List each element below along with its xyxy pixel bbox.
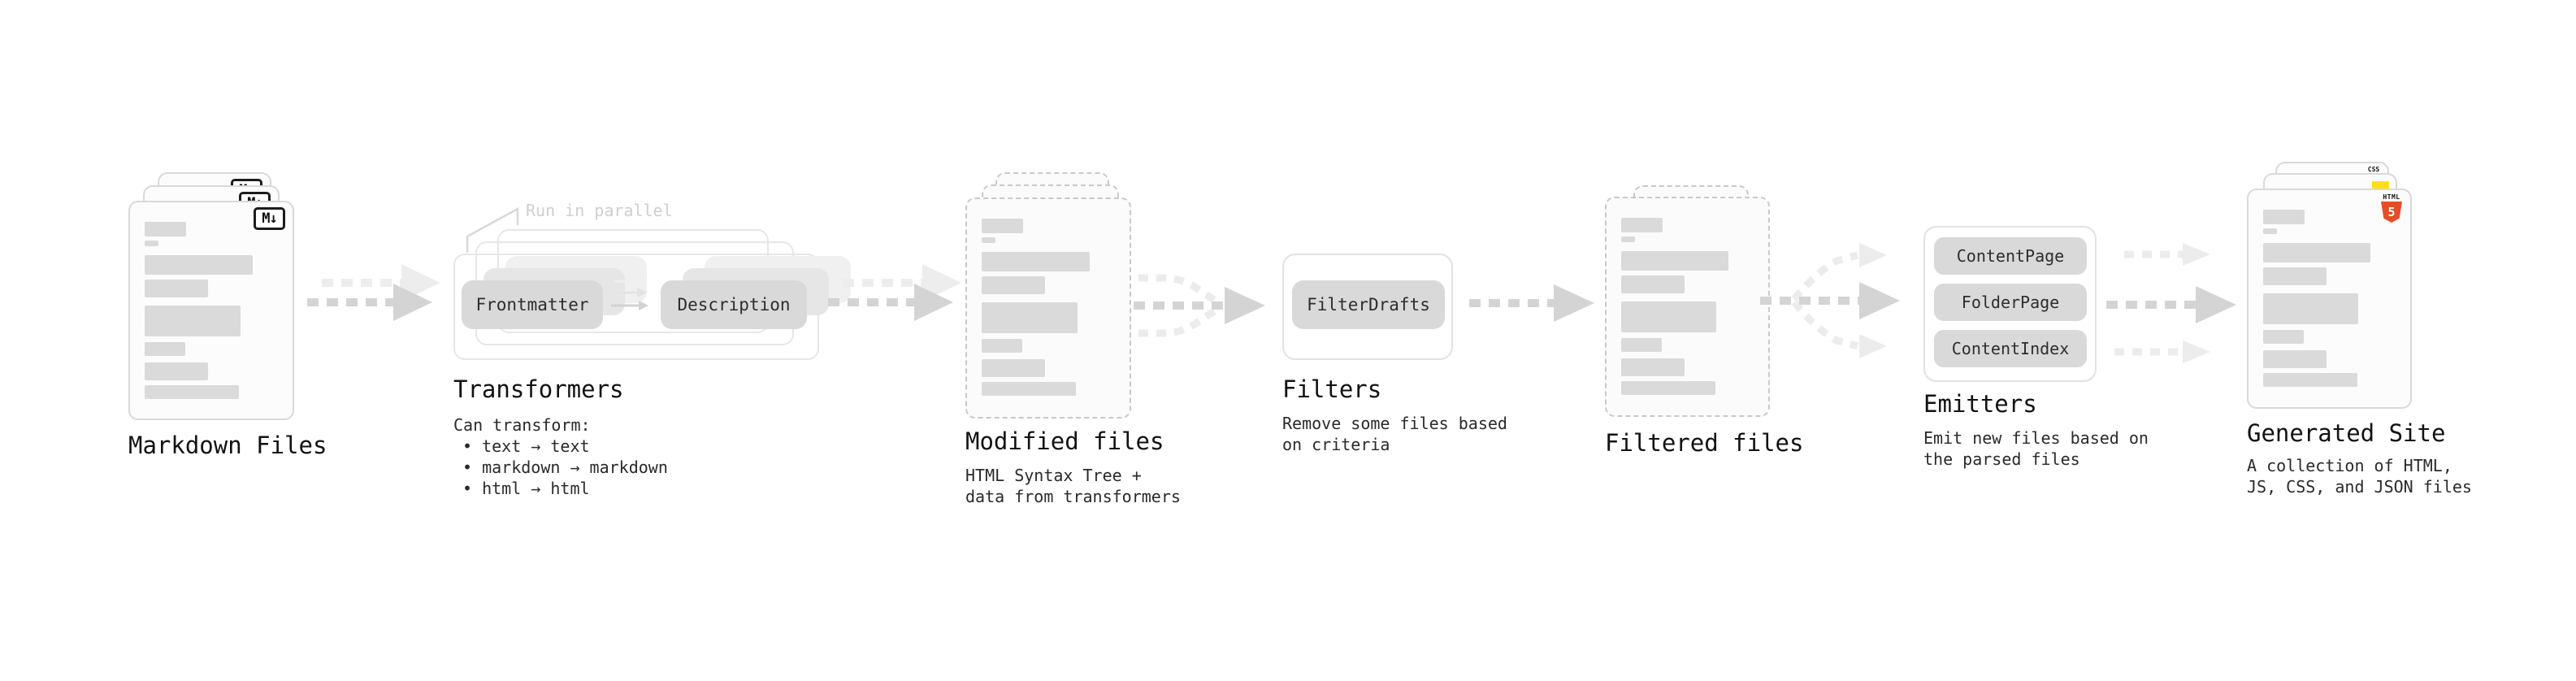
document-content-placeholder xyxy=(145,222,280,399)
filters-label: Filters xyxy=(1282,375,1382,403)
content-bar xyxy=(982,382,1077,396)
transformers-bullet: • markdown → markdown xyxy=(462,458,668,477)
transformers-label: Transformers xyxy=(453,375,624,403)
content-bar xyxy=(2263,373,2357,387)
content-bar xyxy=(2263,210,2305,224)
generated-site-description: A collection of HTML, JS, CSS, and JSON … xyxy=(2247,455,2472,497)
emitters-description: Emit new files based on the parsed files xyxy=(1923,427,2149,470)
generated-site-desc-line: JS, CSS, and JSON files xyxy=(2247,477,2472,497)
flow-arrow-filters-to-filtered xyxy=(1469,284,1594,322)
content-bar xyxy=(145,241,158,246)
html5-icon-word: HTML xyxy=(2383,193,2400,201)
modified-files-description: HTML Syntax Tree + data from transformer… xyxy=(965,465,1181,507)
modified-file-card-front xyxy=(965,197,1131,419)
content-bar xyxy=(2263,293,2359,324)
transformers-bullet: • html → html xyxy=(462,479,590,498)
content-bar xyxy=(1621,218,1663,232)
content-bar xyxy=(982,276,1046,294)
content-bar xyxy=(2263,267,2327,285)
parallel-transform-arrows xyxy=(611,276,648,310)
transformers-desc-title: Can transform: xyxy=(453,415,591,435)
filter-drafts-pill: FilterDrafts xyxy=(1292,280,1445,329)
generated-site-label: Generated Site xyxy=(2247,419,2446,447)
html5-icon-number: 5 xyxy=(2387,205,2396,219)
content-bar xyxy=(982,252,1090,271)
transformers-description: Can transform: • text → text • markdown … xyxy=(453,414,668,499)
content-bar xyxy=(1621,301,1717,332)
modified-files-desc-line: data from transformers xyxy=(965,487,1181,506)
content-bar xyxy=(982,302,1078,333)
markdown-icon: M↓ xyxy=(254,207,285,230)
run-in-parallel-annotation: Run in parallel xyxy=(526,201,673,220)
content-bar xyxy=(2263,350,2327,368)
filtered-files-label: Filtered files xyxy=(1605,429,1804,457)
content-bar xyxy=(982,237,995,243)
content-bar xyxy=(145,255,253,275)
content-bar xyxy=(1621,358,1685,376)
content-bar xyxy=(1621,251,1728,271)
markdown-files-label: Markdown Files xyxy=(128,432,327,459)
content-bar xyxy=(145,362,209,380)
emitters-desc-line: the parsed files xyxy=(1923,449,2080,469)
transformers-bullet: • text → text xyxy=(462,436,590,456)
content-bar xyxy=(1621,236,1635,242)
site-file-card-html: HTML 5 xyxy=(2247,189,2412,409)
content-bar xyxy=(1621,338,1662,352)
content-bar xyxy=(145,342,185,356)
filters-desc-line: on criteria xyxy=(1282,435,1390,454)
content-bar xyxy=(145,385,240,399)
modified-files-desc-line: HTML Syntax Tree + xyxy=(965,466,1142,485)
content-bar xyxy=(145,306,241,336)
html5-icon: HTML 5 xyxy=(2380,193,2403,223)
content-bar xyxy=(2263,228,2277,234)
filtered-file-card-front xyxy=(1605,197,1770,417)
css-icon-text: CSS xyxy=(2367,166,2380,173)
flow-arrows-emitters-to-site xyxy=(2106,243,2236,363)
content-index-pill: ContentIndex xyxy=(1934,330,2087,367)
filters-description: Remove some files based on criteria xyxy=(1282,413,1507,455)
document-content-placeholder xyxy=(1621,218,1755,395)
content-bar xyxy=(145,222,187,236)
emitters-desc-line: Emit new files based on xyxy=(1923,428,2149,448)
flow-arrow-merge-to-filters xyxy=(1134,274,1265,337)
frontmatter-pill: Frontmatter xyxy=(462,280,603,329)
content-bar xyxy=(1621,381,1715,395)
generated-site-desc-line: A collection of HTML, xyxy=(2247,456,2452,475)
content-bar xyxy=(1621,275,1685,293)
modified-files-label: Modified files xyxy=(965,427,1164,455)
flow-arrow-transformers-to-modified xyxy=(828,264,961,321)
document-content-placeholder xyxy=(982,219,1117,396)
content-bar xyxy=(145,280,209,297)
description-pill: Description xyxy=(661,280,807,329)
content-page-pill: ContentPage xyxy=(1934,237,2087,275)
flow-arrow-markdown-to-transformers xyxy=(307,264,440,321)
document-content-placeholder xyxy=(2263,210,2397,387)
content-bar xyxy=(982,339,1022,353)
content-bar xyxy=(2263,243,2370,262)
filters-desc-line: Remove some files based xyxy=(1282,414,1507,433)
flow-arrow-fanout-to-emitters xyxy=(1760,243,1900,358)
emitters-label: Emitters xyxy=(1923,390,2037,418)
content-bar xyxy=(982,219,1024,233)
content-bar xyxy=(2263,330,2304,344)
content-bar xyxy=(982,359,1046,377)
run-in-parallel-leader-line xyxy=(466,206,519,253)
markdown-file-card-front: M↓ xyxy=(128,201,294,420)
folder-page-pill: FolderPage xyxy=(1934,284,2087,321)
